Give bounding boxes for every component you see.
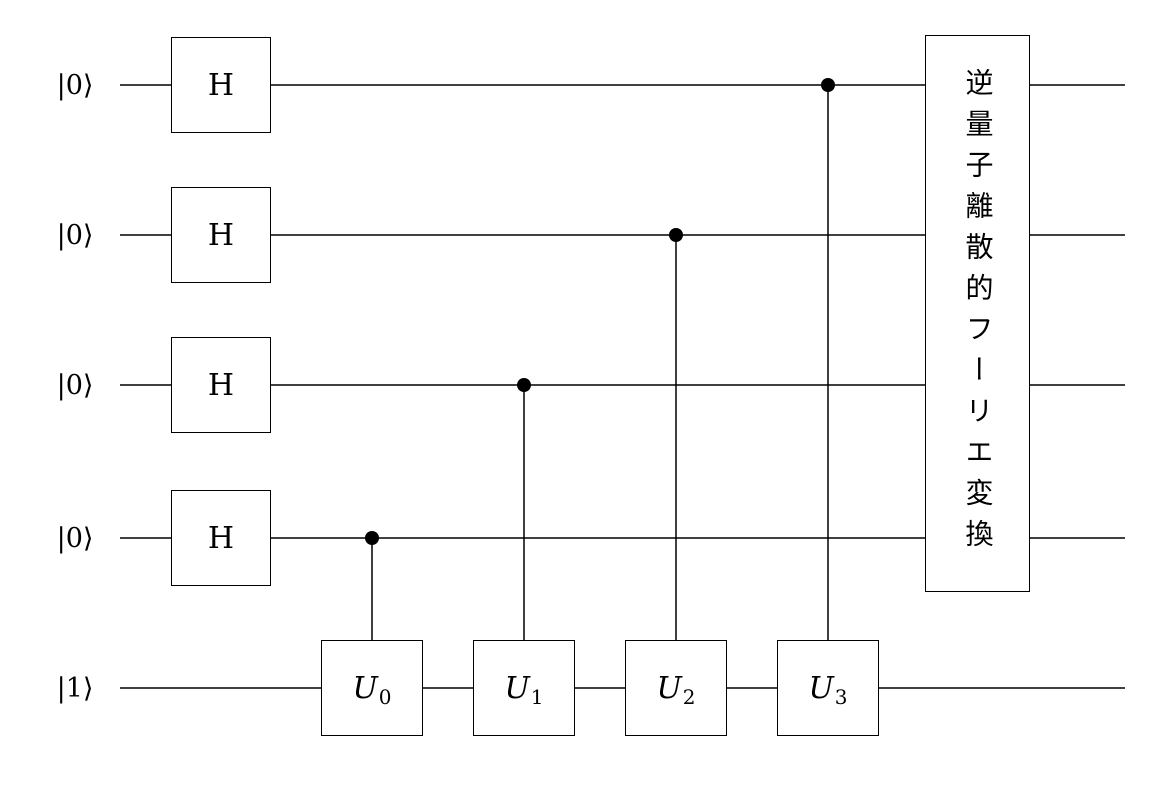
u3-gate-subscript: 3 [834,685,848,709]
u2-gate-label: U [656,670,682,706]
hadamard-gate-2: H [171,337,271,433]
qubit-label-0: |0⟩ [56,69,94,101]
hadamard-gate-label: H [207,520,235,556]
u1-gate-subscript: 1 [530,685,544,709]
u0-gate-subscript: 0 [378,685,392,709]
u0-gate-label: U [352,670,378,706]
qubit-label-2: |0⟩ [56,369,94,401]
qubit-label-3: |0⟩ [56,522,94,554]
inverse-qft-box: 逆量子離散的フーリエ変換 [925,35,1030,592]
u2-gate-subscript: 2 [682,685,696,709]
hadamard-gate-1: H [171,187,271,283]
hadamard-gate-0: H [171,37,271,133]
inverse-qft-label: 逆量子離散的フーリエ変換 [961,67,995,560]
u1-gate-label: U [504,670,530,706]
hadamard-gate-label: H [207,367,235,403]
hadamard-gate-label: H [207,67,235,103]
control-dot-u2 [669,228,683,242]
u3-gate-label: U [808,670,834,706]
control-dot-u0 [365,531,379,545]
control-dot-u3 [821,78,835,92]
hadamard-gate-3: H [171,490,271,586]
hadamard-gate-label: H [207,217,235,253]
qubit-label-4: |1⟩ [56,672,94,704]
control-dot-u1 [517,378,531,392]
qubit-label-1: |0⟩ [56,219,94,251]
